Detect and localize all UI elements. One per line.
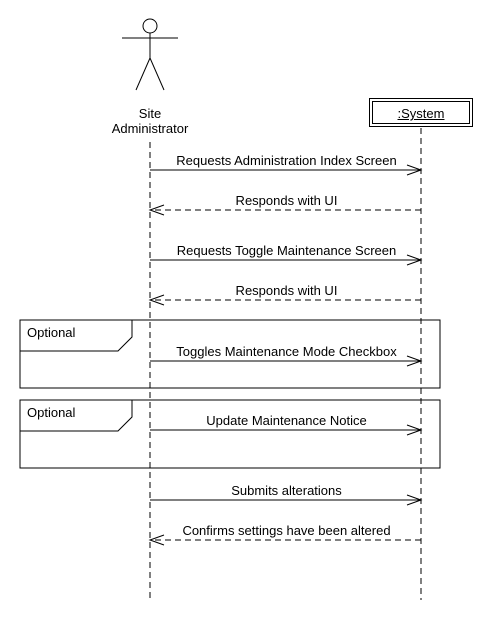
arrowhead-4: [148, 294, 165, 306]
fragment-label-2: Optional: [27, 405, 76, 420]
arrowhead-7: [406, 494, 423, 506]
arrowhead-1: [406, 164, 423, 176]
actor-name: Site Administrator: [111, 106, 189, 136]
message-label-4: Responds with UI: [235, 283, 338, 298]
optional-fragment-1: [19, 319, 441, 389]
arrowhead-6: [406, 424, 423, 436]
message-label-6: Update Maintenance Notice: [206, 413, 367, 428]
system-lifeline-head: [369, 98, 473, 127]
message-label-3: Requests Toggle Maintenance Screen: [176, 243, 397, 258]
system-label: :System: [397, 106, 445, 121]
message-label-1: Requests Administration Index Screen: [176, 153, 397, 168]
message-label-5: Toggles Maintenance Mode Checkbox: [176, 344, 397, 359]
arrowhead-2: [148, 204, 165, 216]
arrowhead-3: [406, 254, 423, 266]
fragment-label-1: Optional: [27, 325, 76, 340]
actor-figure: [122, 18, 178, 91]
arrowhead-8: [148, 534, 165, 546]
message-label-7: Submits alterations: [231, 483, 342, 498]
message-label-2: Responds with UI: [235, 193, 338, 208]
message-label-8: Confirms settings have been altered: [182, 523, 391, 538]
arrowhead-5: [406, 355, 423, 367]
optional-fragment-2: [19, 399, 441, 469]
